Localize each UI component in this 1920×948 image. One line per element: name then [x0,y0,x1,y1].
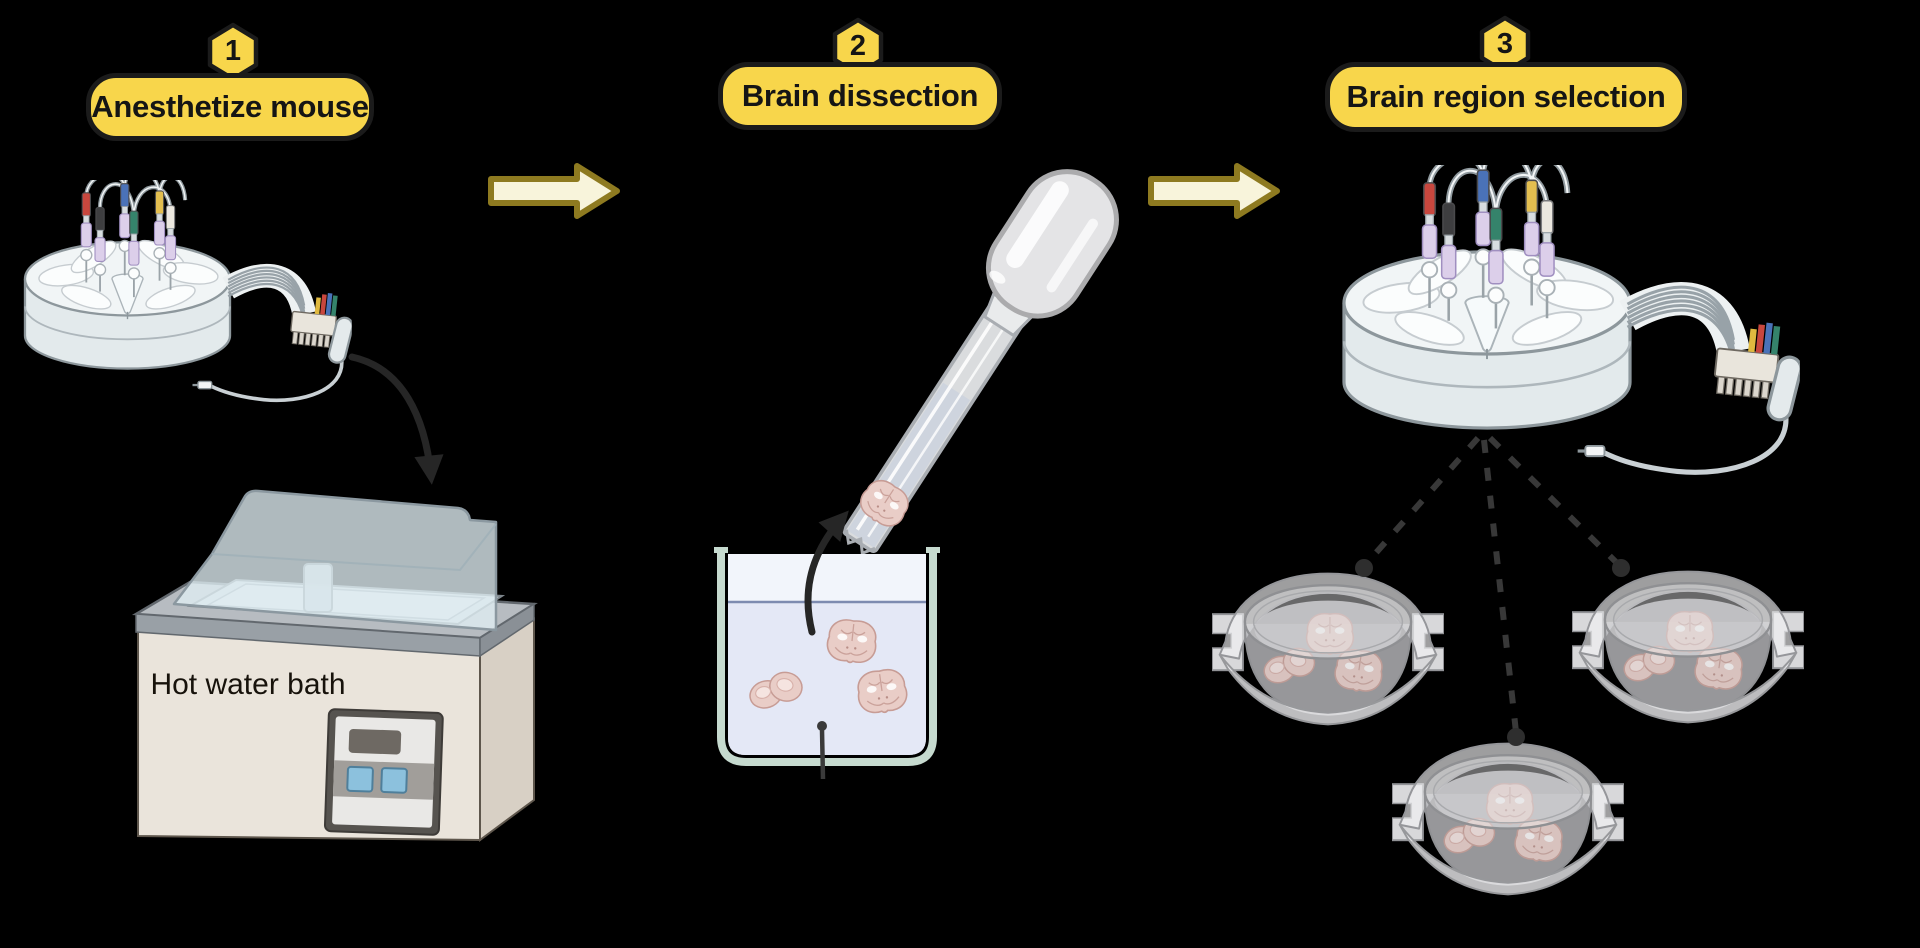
bath-button-left [346,765,374,793]
flow-arrow-2-icon [1148,163,1280,219]
beaker-liquid [728,602,926,755]
step-number: 1 [224,34,242,67]
step-3-number-badge: 3 [1477,15,1533,75]
transfer-pipette-icon [842,169,1119,556]
step-1-label-pill: Anesthetize mouse [86,73,374,141]
bath-display [348,728,402,755]
dashed-line-end-dots [1355,559,1630,746]
bath-button-right [380,767,408,794]
chamber-to-bath-arrow [348,353,444,485]
region-selection-dashed-lines [1363,435,1621,733]
beaker-to-pipette-arrow [804,510,849,636]
beaker-with-brain-slices-icon [714,547,940,766]
step-number: 3 [1496,27,1514,60]
pipette-bulb [985,169,1119,319]
flow-arrow-1-icon [488,163,620,219]
step-2-label-pill: Brain dissection [718,62,1002,130]
bath-control-panel [323,708,444,836]
step-3-label-pill: Brain region selection [1325,62,1687,132]
step-number: 2 [849,29,867,62]
bath-transparent-lid [172,489,498,632]
hot-water-bath-icon [131,489,538,842]
water-bath-label: Hot water bath [150,668,346,701]
beaker-pointer-line [817,721,827,780]
